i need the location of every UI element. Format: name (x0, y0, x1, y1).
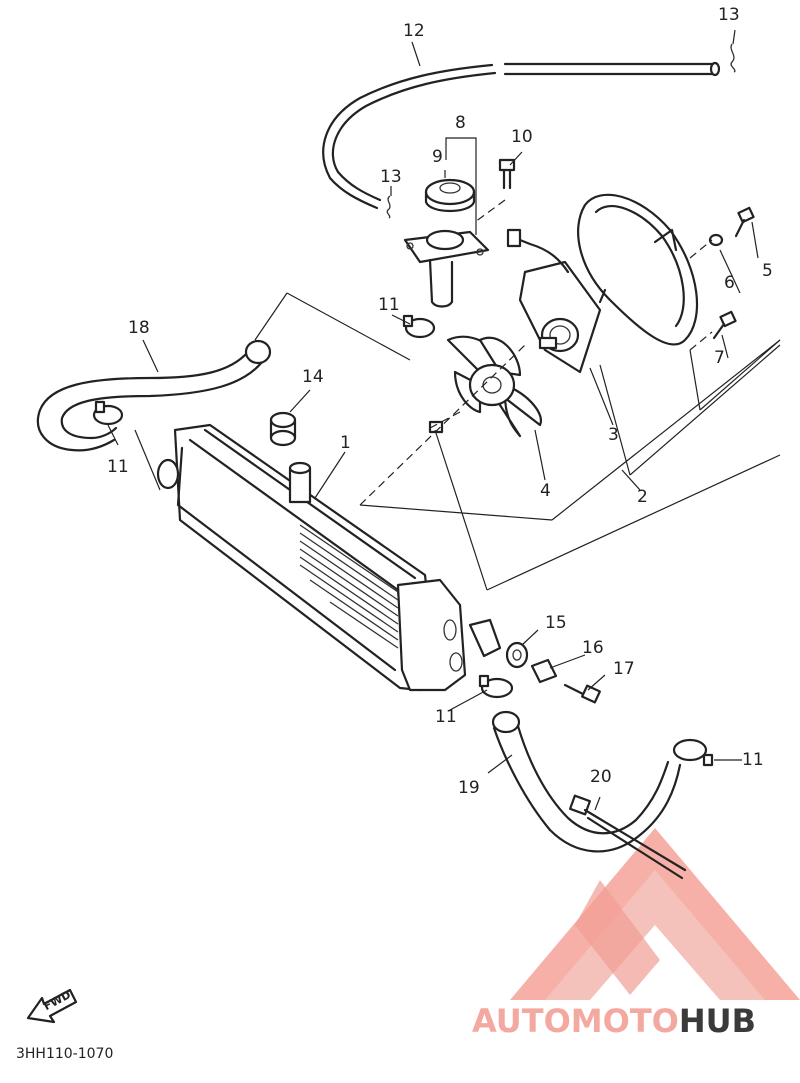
callout-12: 12 (403, 21, 425, 41)
radiator-1 (156, 423, 502, 692)
bolt-10 (498, 158, 516, 190)
wire-connector-icon (506, 228, 522, 248)
radiator-cap-9 (424, 178, 476, 212)
washer-6 (708, 233, 724, 247)
callout-15: 15 (545, 613, 567, 633)
callout-1: 1 (340, 433, 351, 453)
filler-neck-8 (403, 229, 490, 308)
callout-9: 9 (432, 147, 443, 167)
watermark-brand-accent: AUTOMOTO (472, 1002, 679, 1040)
hose-clamp-11-left (92, 400, 124, 426)
watermark-brand-dark: HUB (679, 1002, 756, 1040)
dash-bolt7 (689, 331, 713, 351)
callout-3: 3 (608, 425, 619, 445)
fan-shroud-2 (577, 193, 699, 346)
callout-2: 2 (637, 487, 648, 507)
hose-12 (322, 61, 721, 210)
hose-clamp-11-upper (402, 314, 436, 339)
callout-13-right: 13 (718, 5, 740, 25)
callout-6: 6 (724, 273, 735, 293)
dash-washer (689, 239, 713, 259)
motor-wire (513, 236, 570, 274)
bolt-5 (734, 206, 755, 238)
fan-blade-4 (446, 335, 543, 438)
clip-13-right (730, 43, 736, 73)
cap-14 (269, 411, 297, 447)
hose-19 (491, 710, 682, 853)
callout-14: 14 (302, 367, 324, 387)
bolt-17 (563, 683, 601, 704)
callout-17: 17 (613, 659, 635, 679)
callout-18: 18 (128, 318, 150, 338)
callout-13-left: 13 (380, 167, 402, 187)
bracket-lines (359, 339, 781, 591)
watermark-brand: AUTOMOTOHUB (472, 1002, 756, 1040)
leader-lines (107, 29, 759, 811)
callout-11-left: 11 (107, 457, 129, 477)
triangle-m-logo (510, 828, 800, 1000)
clip-13-left (386, 195, 391, 219)
callout-11-bottom: 11 (435, 707, 457, 727)
grommet-15 (505, 641, 529, 669)
fan-motor-3 (518, 260, 602, 374)
fwd-arrow-icon: FWD (26, 988, 78, 1024)
dash-fan-motor (429, 411, 461, 429)
hose-clamp-11-right (672, 738, 714, 767)
dash-bolt10 (474, 199, 506, 223)
callout-10: 10 (511, 127, 533, 147)
hose-18 (36, 339, 272, 452)
hose-clamp-11-bottom (478, 674, 514, 699)
collar-16 (530, 658, 558, 684)
bolt-7 (712, 310, 737, 340)
callout-4: 4 (540, 481, 551, 501)
diagram-code: 3HH110-1070 (16, 1046, 113, 1062)
callout-19: 19 (458, 778, 480, 798)
callout-7: 7 (714, 348, 725, 368)
cable-tie-20 (568, 794, 687, 880)
callout-8: 8 (455, 113, 466, 133)
callout-labels: 1 2 3 4 5 6 7 8 9 10 11 11 11 11 12 13 1… (107, 5, 773, 798)
callout-5: 5 (762, 261, 773, 281)
callout-11-right: 11 (742, 750, 764, 770)
callout-20: 20 (590, 767, 612, 787)
callout-16: 16 (582, 638, 604, 658)
callout-11-upper: 11 (378, 295, 400, 315)
